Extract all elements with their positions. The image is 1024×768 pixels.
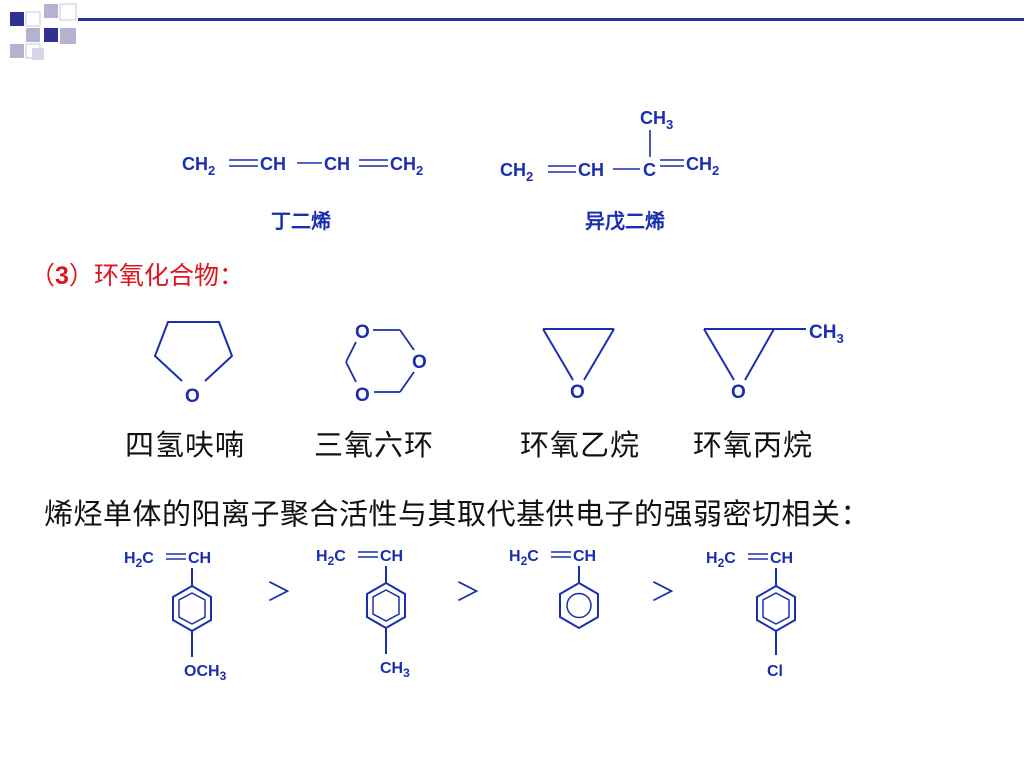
thf-name: 四氢呋喃: [125, 428, 246, 462]
svg-text:CH2: CH2: [390, 154, 423, 178]
svg-text:O: O: [412, 352, 427, 373]
svg-text:CH: CH: [260, 154, 286, 174]
svg-text:CH3: CH3: [640, 108, 673, 132]
svg-text:CH: CH: [573, 548, 596, 565]
ethylene-oxide-name: 环氧乙烷: [520, 428, 641, 462]
activity-statement: 烯烃单体的阳离子聚合活性与其取代基供电子的强弱密切相关：: [44, 497, 871, 531]
deco-square: [60, 28, 76, 44]
monomer-styrene: H2C CH: [509, 548, 599, 630]
ethylene-oxide-ring: O: [542, 328, 615, 403]
trioxane-name: 三氧六环: [314, 428, 435, 462]
trioxane-ring: O O O: [345, 322, 427, 406]
greater-than-sign: ＞: [266, 578, 293, 608]
propylene-oxide-name: 环氧丙烷: [693, 428, 814, 462]
header-rule: [78, 18, 1024, 21]
svg-text:CH: CH: [380, 548, 403, 565]
greater-than-sign: ＞: [650, 578, 677, 608]
monomer-p-chlorostyrene: H2C CH Cl: [706, 550, 796, 680]
thf-ring: O: [153, 321, 234, 407]
greater-than-sign: ＞: [455, 578, 482, 608]
svg-text:CH: CH: [770, 550, 793, 567]
deco-square: [25, 11, 41, 27]
svg-text:O: O: [355, 385, 370, 406]
svg-text:O: O: [185, 386, 200, 407]
section-heading: （3）环氧化合物：: [30, 261, 244, 290]
isoprene-structure: CH3 CH2 CH C CH2: [500, 108, 719, 184]
svg-text:CH2: CH2: [182, 154, 215, 178]
deco-square: [59, 3, 77, 21]
butadiene-structure: CH2 CH CH CH2: [182, 154, 423, 178]
slide-header-decoration: [10, 3, 1024, 60]
svg-text:O: O: [355, 322, 370, 343]
svg-text:C: C: [643, 160, 656, 180]
deco-square: [44, 28, 58, 42]
butadiene-name: 丁二烯: [271, 209, 331, 233]
svg-text:O: O: [731, 382, 746, 403]
deco-square: [44, 4, 58, 18]
deco-square: [26, 28, 40, 42]
isoprene-name: 异戊二烯: [585, 209, 665, 233]
svg-text:H2C: H2C: [509, 548, 539, 568]
svg-text:CH: CH: [188, 550, 211, 567]
svg-text:CH2: CH2: [500, 160, 533, 184]
monomer-p-methoxystyrene: H2C CH OCH3: [124, 550, 227, 683]
deco-square: [10, 12, 24, 26]
svg-text:Cl: Cl: [767, 663, 783, 680]
svg-text:H2C: H2C: [706, 550, 736, 570]
deco-square: [10, 44, 24, 58]
svg-text:CH2: CH2: [686, 154, 719, 178]
svg-text:CH: CH: [578, 160, 604, 180]
propylene-oxide-ring: O CH3: [703, 322, 844, 403]
svg-text:H2C: H2C: [124, 550, 154, 570]
svg-text:H2C: H2C: [316, 548, 346, 568]
svg-text:CH3: CH3: [380, 660, 410, 680]
svg-text:OCH3: OCH3: [184, 663, 227, 683]
monomer-p-methylstyrene: H2C CH CH3: [316, 548, 410, 680]
svg-text:CH3: CH3: [809, 322, 844, 346]
svg-text:CH: CH: [324, 154, 350, 174]
deco-square: [32, 48, 44, 60]
svg-text:O: O: [570, 382, 585, 403]
